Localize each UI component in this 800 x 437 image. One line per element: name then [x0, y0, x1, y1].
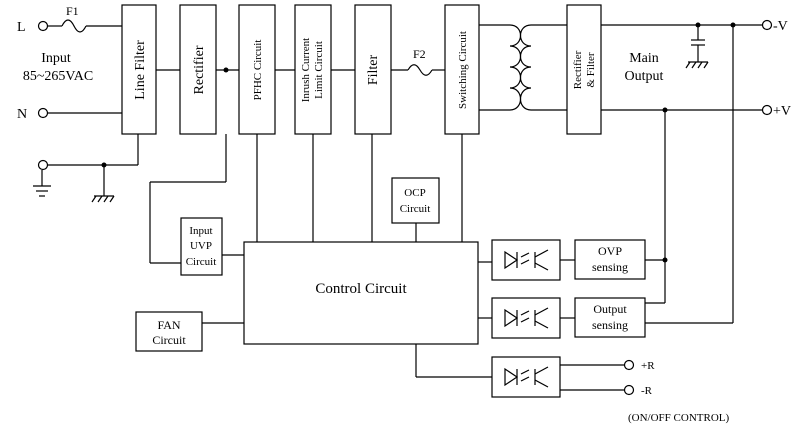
junction-dots — [101, 22, 736, 263]
opto-coupler-output — [491, 297, 561, 339]
ocp-label-line1: OCP — [404, 187, 425, 199]
pfhc-label: PFHC Circuit — [252, 40, 264, 101]
neg-r-label: -R — [641, 385, 653, 397]
uvp-label-line3: Circuit — [186, 256, 217, 268]
ovp-sensing-block — [574, 239, 646, 280]
terminal-l-label: L — [17, 20, 26, 35]
on-off-control-note: (ON/OFF CONTROL) — [628, 412, 729, 424]
terminal-n-label: N — [17, 107, 27, 122]
outsense-label-line1: Output — [593, 302, 627, 316]
terminal-pos-v — [761, 104, 773, 116]
ocp-block — [391, 177, 440, 224]
terminal-n — [37, 107, 49, 119]
terminal-l — [37, 20, 49, 32]
pfhc-block — [238, 4, 276, 135]
pos-v-label: +V — [773, 104, 791, 119]
input-title: Input — [41, 51, 71, 66]
fuse-f1-label: F1 — [66, 4, 79, 18]
ocp-label-line2: Circuit — [400, 203, 431, 215]
earth-ground-icon — [33, 185, 51, 197]
terminal-pos-r — [623, 359, 635, 371]
output-chassis-ground-icon — [685, 61, 709, 69]
terminal-fg — [37, 159, 49, 171]
rect-filter-label-line1: Rectifier — [572, 50, 584, 89]
inrush-label-line2: Limit Circuit — [313, 41, 325, 99]
input-uvp-block — [180, 217, 223, 276]
input-range: 85~265VAC — [23, 69, 93, 84]
main-output-label-line2: Output — [625, 69, 664, 84]
opto-coupler-remote — [491, 356, 561, 398]
opto-coupler-ovp — [491, 239, 561, 281]
pos-r-label: +R — [641, 360, 655, 372]
ovp-label-line1: OVP — [598, 244, 622, 258]
output-sensing-block — [574, 297, 646, 338]
uvp-label-line1: Input — [189, 225, 212, 237]
uvp-label-line2: UVP — [190, 240, 212, 252]
rect-filter-label-line2: & Filter — [585, 52, 597, 87]
fuse-f2-label: F2 — [413, 47, 426, 61]
terminal-neg-r — [623, 384, 635, 396]
control-circuit-label: Control Circuit — [315, 281, 407, 297]
fan-label-line1: FAN — [157, 318, 180, 332]
inrush-limit-block — [294, 4, 332, 135]
line-filter-block — [121, 4, 157, 135]
chassis-ground-icon — [91, 195, 115, 203]
wiring — [41, 19, 763, 391]
neg-v-label: -V — [773, 19, 788, 34]
control-circuit-block — [243, 241, 479, 345]
filter-block — [354, 4, 392, 135]
ovp-label-line2: sensing — [592, 260, 628, 274]
rectifier-filter-block — [566, 4, 602, 135]
switching-label: Switching Circuit — [457, 31, 469, 109]
inrush-label-line1: Inrush Current — [300, 38, 312, 102]
rectifier-block — [179, 4, 217, 135]
fan-block — [135, 311, 203, 352]
main-output-label-line1: Main — [629, 51, 659, 66]
line-filter-label: Line Filter — [133, 40, 148, 100]
transformer-icon — [509, 24, 532, 111]
terminal-neg-v — [761, 19, 773, 31]
outsense-label-line2: sensing — [592, 318, 628, 332]
rectifier-label: Rectifier — [192, 45, 207, 94]
filter-label: Filter — [366, 55, 381, 86]
fan-label-line2: Circuit — [152, 333, 186, 347]
switching-block — [444, 4, 480, 135]
